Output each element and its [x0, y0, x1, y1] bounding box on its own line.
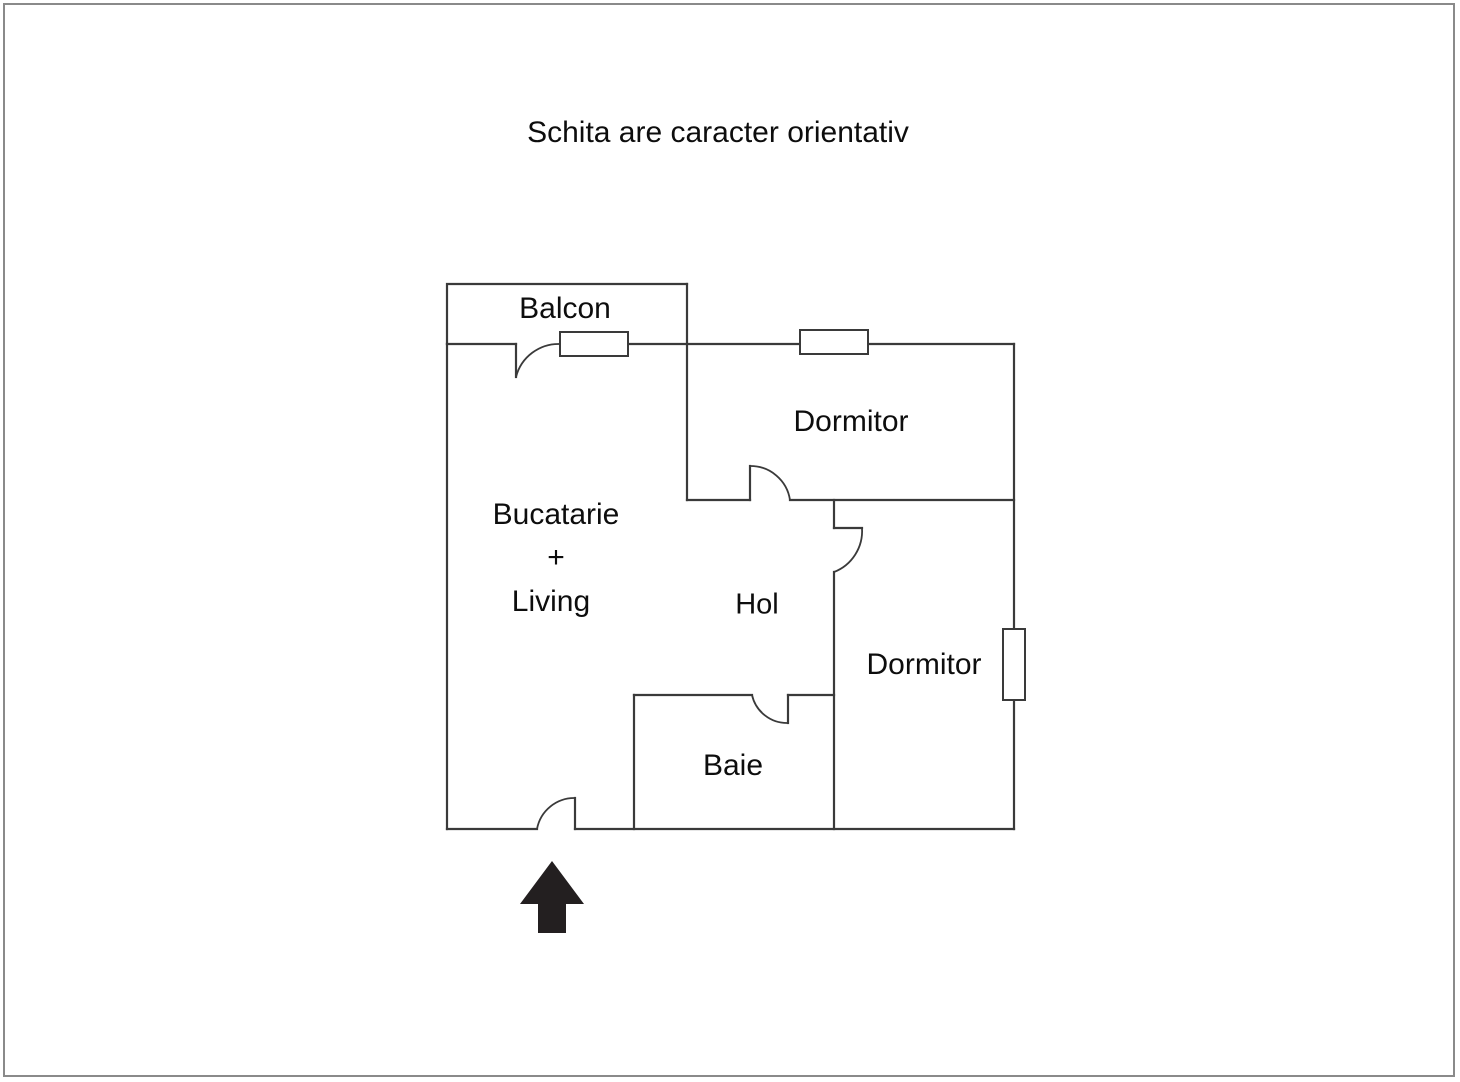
room-label-baie: Baie	[703, 749, 763, 782]
dormitor-2-door-arc	[833, 527, 863, 573]
page-title: Schita are caracter orientativ	[527, 116, 909, 149]
wall-balcon-outline	[445, 282, 689, 346]
dormitor-1-window	[799, 329, 869, 355]
room-label-living: Living	[512, 585, 590, 618]
room-label-plus-sign: +	[547, 541, 565, 574]
dormitor-2-window	[1002, 628, 1026, 701]
doors-group	[515, 343, 863, 830]
balcon-window	[559, 331, 629, 357]
room-labels-group: Balcon Bucatarie + Living Dormitor Hol D…	[493, 292, 982, 782]
dormitor-1-door-arc	[749, 465, 791, 501]
entrance-direction-arrow-icon	[520, 861, 584, 933]
room-label-balcon: Balcon	[519, 292, 611, 325]
walls-group	[445, 282, 1016, 831]
room-label-bucatarie: Bucatarie	[493, 498, 620, 531]
room-label-hol: Hol	[735, 589, 779, 621]
room-label-dormitor-1: Dormitor	[793, 405, 908, 438]
windows-group	[559, 329, 1026, 701]
room-label-dormitor-2: Dormitor	[866, 648, 981, 681]
balcon-door-arc	[515, 343, 561, 378]
baie-door-arc	[751, 694, 789, 724]
entrance-door-arc	[536, 797, 576, 830]
